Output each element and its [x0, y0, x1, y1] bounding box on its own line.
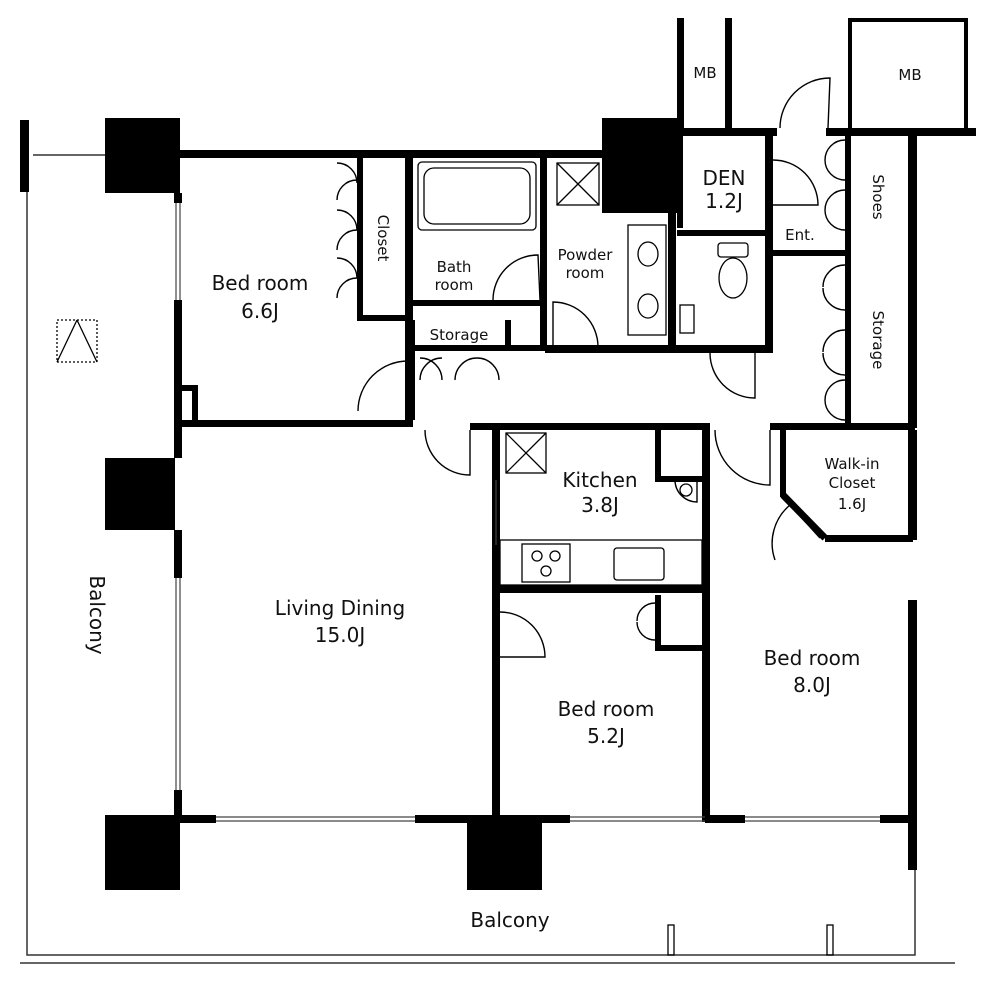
label-bedroom-se: Bed room — [764, 646, 861, 670]
columns — [105, 118, 677, 890]
label-entrance: Ent. — [785, 226, 815, 244]
label-powder-1: Powder — [558, 246, 614, 264]
label-bedroom-center: Bed room — [558, 697, 655, 721]
label-powder-2: room — [566, 264, 605, 282]
label-mb-left: MB — [693, 64, 716, 82]
size-kitchen: 3.8J — [581, 493, 619, 517]
size-bedroom-nw: 6.6J — [241, 299, 279, 323]
windows — [175, 203, 880, 822]
label-living: Living Dining — [275, 596, 405, 620]
walkin-angled-wall — [780, 492, 828, 541]
label-bath-1: Bath — [437, 258, 472, 276]
label-balcony-west: Balcony — [85, 575, 109, 654]
label-mb-right: MB — [898, 66, 921, 84]
room-labels: Bed room 6.6J Closet Bath room Powder ro… — [85, 64, 922, 932]
label-bath-2: room — [435, 276, 474, 294]
balcony-outline — [20, 122, 955, 964]
size-living: 15.0J — [315, 623, 365, 647]
label-walkin-2: Closet — [829, 474, 876, 492]
balcony-wall-stub — [20, 120, 29, 192]
label-storage-small: Storage — [430, 326, 489, 344]
label-balcony-south: Balcony — [470, 908, 549, 932]
size-walkin: 1.6J — [838, 495, 866, 513]
label-den: DEN — [703, 166, 746, 190]
size-bedroom-center: 5.2J — [587, 724, 625, 748]
label-walkin-1: Walk-in — [824, 455, 879, 473]
label-shoes: Shoes — [869, 174, 887, 219]
label-bedroom-nw: Bed room — [212, 271, 309, 295]
label-closet: Closet — [374, 215, 392, 262]
label-kitchen: Kitchen — [562, 468, 637, 492]
doors — [336, 77, 846, 658]
size-bedroom-se: 8.0J — [793, 673, 831, 697]
label-storage-right: Storage — [869, 311, 887, 370]
walls — [174, 18, 976, 870]
size-den: 1.2J — [705, 189, 743, 213]
fixtures — [56, 161, 834, 956]
